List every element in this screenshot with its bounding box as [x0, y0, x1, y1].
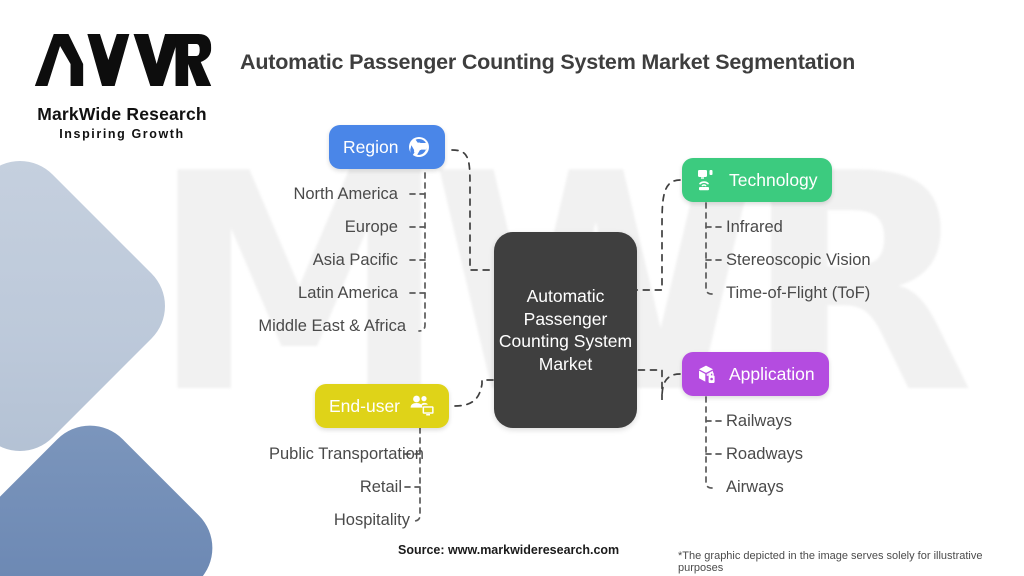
leaf-region-2: Asia Pacific	[312, 251, 398, 269]
page-title: Automatic Passenger Counting System Mark…	[240, 50, 856, 74]
leaf-enduser-0: Public Transportation	[268, 445, 424, 463]
connector-technology	[636, 179, 681, 291]
center-node-label: Automatic Passenger Counting System Mark…	[498, 286, 633, 374]
connector-enduser	[454, 379, 495, 407]
logo-tagline: Inspiring Growth	[59, 127, 185, 141]
branch-label-application: Application	[729, 363, 815, 384]
leaf-technology-1: Stereoscopic Vision	[726, 251, 871, 269]
subtrunk-application	[705, 396, 713, 489]
leaf-enduser-2: Hospitality	[333, 511, 410, 529]
source-text: Source: www.markwideresearch.com	[398, 543, 620, 557]
branch-badge-enduser[interactable]: End-user	[315, 384, 450, 428]
users-monitor-icon	[409, 394, 435, 418]
subtrunk-region	[418, 162, 426, 332]
globe-icon	[407, 135, 431, 159]
branch-label-region: Region	[343, 136, 399, 157]
subtrunk-technology	[705, 202, 713, 295]
subtrunk-enduser	[413, 427, 421, 522]
disclaimer-text: *The graphic depicted in the image serve…	[678, 550, 983, 574]
logo-mark-icon	[17, 30, 227, 100]
brand-logo: MarkWide Research Inspiring Growth	[22, 30, 222, 141]
connector-region	[451, 149, 495, 271]
branch-label-technology: Technology	[729, 169, 818, 190]
box-lock-icon	[696, 362, 720, 386]
leaf-application-1: Roadways	[726, 445, 804, 463]
leaf-technology-2: Time-of-Flight (ToF)	[726, 284, 871, 302]
branch-badge-application[interactable]: Application	[682, 352, 829, 396]
leaf-enduser-1: Retail	[359, 478, 402, 496]
leaf-application-2: Airways	[726, 478, 784, 496]
leaf-region-3: Latin America	[298, 284, 398, 302]
branch-badge-region[interactable]: Region	[329, 125, 446, 169]
logo-company-name: MarkWide Research	[37, 104, 207, 124]
leaf-application-0: Railways	[726, 412, 793, 430]
connector-application	[636, 369, 681, 401]
mwr-logo-icon	[34, 34, 212, 86]
branch-badge-technology[interactable]: Technology	[682, 158, 832, 202]
center-node: Automatic Passenger Counting System Mark…	[494, 232, 637, 428]
branch-label-enduser: End-user	[329, 395, 401, 416]
leaf-region-0: North America	[293, 185, 398, 203]
leaf-region-4: Middle East & Africa	[258, 317, 406, 335]
monitor-network-icon	[696, 168, 720, 192]
leaf-region-1: Europe	[344, 218, 398, 236]
leaf-technology-0: Infrared	[726, 218, 783, 236]
